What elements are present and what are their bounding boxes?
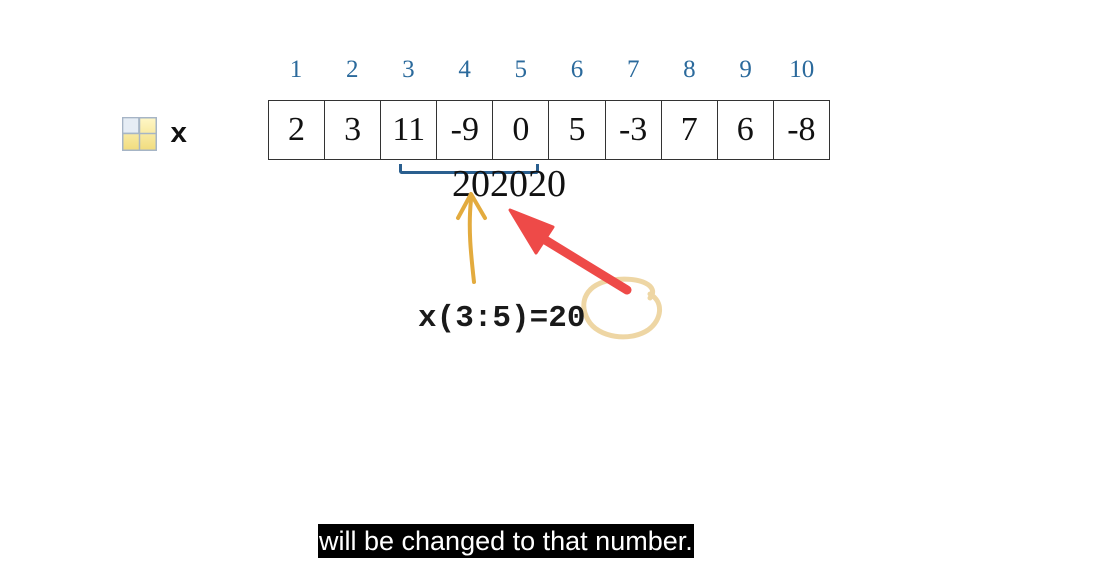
variable-name: x [170,118,188,151]
yellow-arrow-shaft [467,198,476,284]
array-cell: 2 [288,111,306,148]
index-label: 5 [514,56,528,83]
index-label: 4 [458,56,471,83]
array-cell: 11 [380,101,436,159]
index-label: 6 [570,56,584,83]
index-label: 3 [402,56,415,83]
array-cell: -3 [604,101,661,159]
index-label: 9 [739,56,752,83]
range-bracket [399,164,539,174]
index-label: 7 [626,56,640,83]
variable-grid-icon [122,117,157,151]
red-arrow-shaft [537,233,632,295]
red-arrow-head [508,208,555,255]
index-label: 1 [289,56,303,83]
index-label: 2 [345,56,359,83]
array-cell: 5 [548,101,604,159]
array-cell: 7 [660,101,717,159]
assignment-expression: x(3:5)=20 [418,301,586,336]
index-label: 8 [683,56,696,83]
array-cell: 6 [716,101,773,159]
subtitle-caption: will be changed to that number. [318,524,694,558]
highlight-circle [581,276,662,340]
array-cell: 0 [492,101,548,159]
array-cell: 3 [324,101,380,159]
array-cell: -8 [772,101,829,159]
yellow-arrow-head [456,192,487,220]
array-cell: -9 [436,101,492,159]
index-label: 10 [789,56,815,83]
